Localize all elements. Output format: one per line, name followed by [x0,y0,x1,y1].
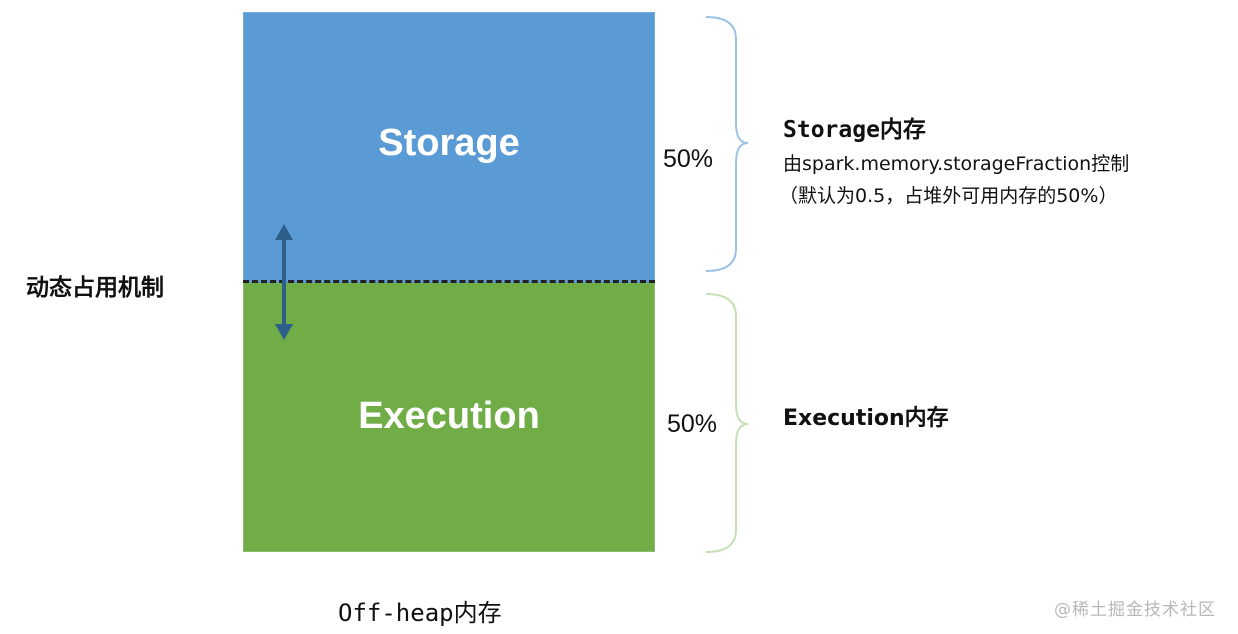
execution-brace-icon [705,293,749,553]
dynamic-occupancy-label: 动态占用机制 [26,275,164,301]
storage-region: Storage [243,12,655,283]
storage-config-description: 由spark.memory.storageFraction控制 [783,153,1130,175]
execution-memory-title: Execution内存 [783,406,949,431]
storage-region-label: Storage [378,121,520,164]
storage-default-note: （默认为0.5，占堆外可用内存的50%） [779,185,1118,207]
storage-brace-icon [705,16,749,272]
watermark: @稀土掘金技术社区 [1054,600,1216,620]
execution-percent: 50% [667,410,718,438]
storage-percent: 50% [663,145,714,173]
dynamic-boundary-line [243,280,655,283]
execution-region: Execution [243,283,655,552]
double-arrow-icon [275,224,293,340]
offheap-caption: Off-heap内存 [338,599,502,627]
storage-memory-title: Storage内存 [783,117,926,143]
execution-region-label: Execution [358,394,540,437]
